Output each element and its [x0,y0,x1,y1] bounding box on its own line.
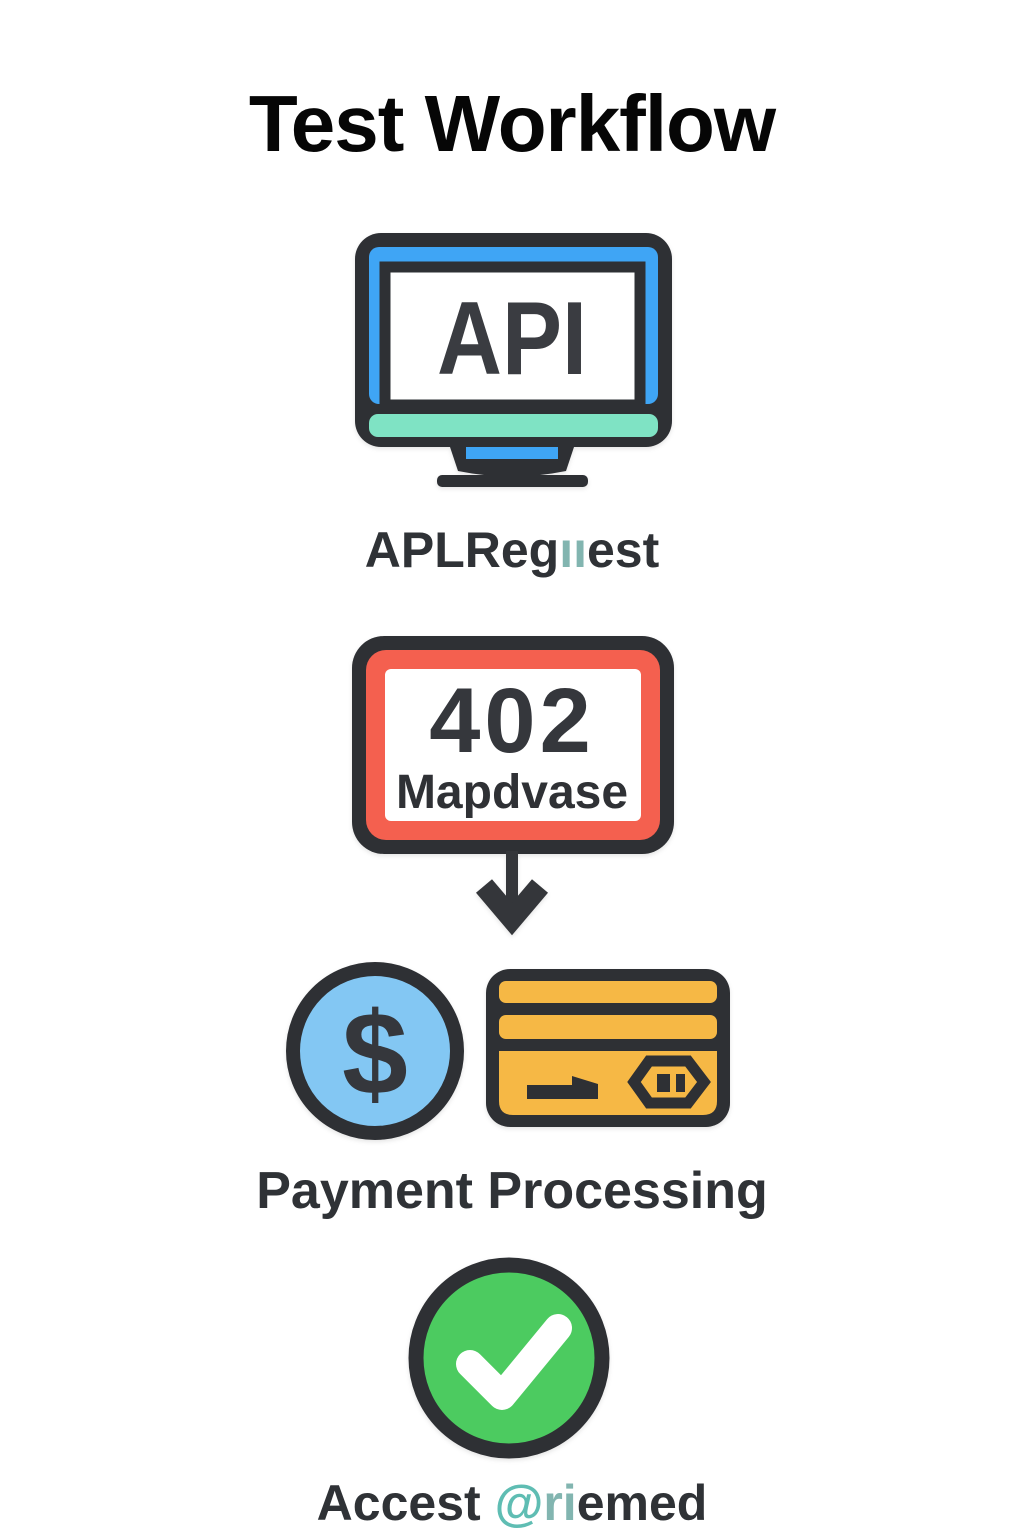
api-request-label-part3: est [587,522,660,578]
dollar-coin-icon: $ [286,962,464,1140]
api-request-label-part2: ıı [559,522,587,578]
error-sign-panel [385,669,641,821]
monitor-icon: API [355,233,672,487]
access-confirmed-label: Accest @riemed [0,1474,1024,1532]
card-chip-mark-left [657,1074,670,1092]
checkmark-circle-icon [408,1257,610,1459]
success-circle [408,1257,610,1459]
at-glyph: @ [494,1475,544,1531]
monitor-teal-strip [369,414,658,437]
arrow-stem [506,851,518,908]
coin-circle [286,962,464,1140]
error-sign-icon: 402 Mapdvase [352,636,674,854]
api-request-label-part1: APLReg [364,522,560,578]
payment-processing-label: Payment Processing [256,1162,768,1220]
arrow-head [475,879,549,936]
error-code-text: 402 [429,670,595,772]
checkmark-glyph [456,1314,572,1410]
monitor-screen-text: API [437,281,587,397]
credit-card-icon [486,969,730,1127]
monitor-stand-accent [466,447,558,459]
monitor-screen [379,261,646,411]
success-label-part4: emed [576,1475,708,1531]
card-signature-mark [527,1076,598,1099]
api-request-label: APLRegııest [0,521,1024,579]
card-chip-mark-right [676,1074,685,1092]
monitor-base [437,475,588,487]
arrow-down-icon [475,851,549,936]
page-title: Test Workflow [248,79,776,168]
success-label-part1: Accest [316,1475,495,1531]
success-label-part3: ri [543,1475,577,1531]
error-message-text: Mapdvase [396,766,628,819]
card-band-top [499,981,717,1003]
card-band-middle [499,1015,717,1039]
dollar-symbol: $ [342,988,408,1120]
